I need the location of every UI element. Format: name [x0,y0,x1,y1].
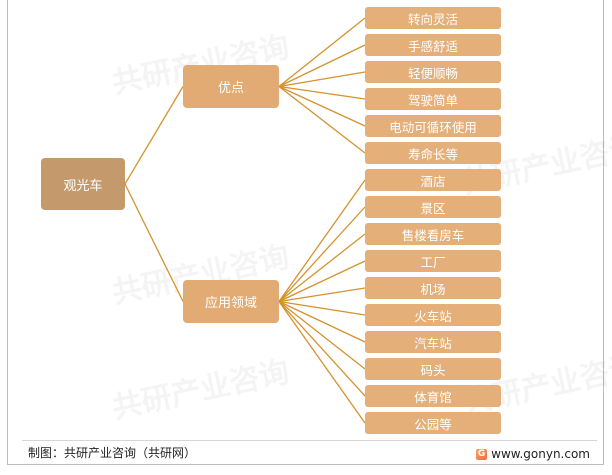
connector-line [124,86,184,185]
connector-line [278,85,366,127]
connector-line [278,260,366,303]
leaf-node: 机场 [365,277,501,299]
branch-node: 优点 [183,65,279,108]
leaf-node: 转向灵活 [365,7,501,29]
branch-node: 应用领域 [183,280,279,323]
leaf-node: 公园等 [365,412,501,434]
footer-divider [22,440,597,441]
site-credit: G www.gonyn.com [476,447,590,461]
connector-line [278,300,366,343]
leaf-node: 轻便顺畅 [365,61,501,83]
leaf-node: 酒店 [365,169,501,191]
connector-line [278,300,366,370]
leaf-node: 景区 [365,196,501,218]
leaf-node: 码头 [365,358,501,380]
connector-line [278,85,366,154]
connector-line [278,301,366,397]
connector-line [124,183,184,302]
leaf-node: 汽车站 [365,331,501,353]
root-node: 观光车 [41,158,125,210]
leaf-node: 驾驶简单 [365,88,501,110]
leaf-node: 电动可循环使用 [365,115,501,137]
site-url: www.gonyn.com [491,447,590,461]
connector-line [278,233,366,303]
gonyn-logo-icon: G [476,448,488,460]
leaf-node: 体育馆 [365,385,501,407]
leaf-node: 手感舒适 [365,34,501,56]
connector-line [278,301,366,424]
leaf-node: 工厂 [365,250,501,272]
connector-line [278,44,366,88]
connector-line [278,287,366,303]
connector-line [278,85,366,100]
diagram-frame [7,0,604,465]
source-note: 制图：共研产业咨询（共研网） [28,446,197,460]
connector-line [278,17,366,88]
leaf-node: 寿命长等 [365,142,501,164]
leaf-node: 售楼看房车 [365,223,501,245]
leaf-node: 火车站 [365,304,501,326]
connector-line [278,179,366,302]
connector-line [278,300,366,316]
connector-line [278,206,366,302]
connector-line [278,71,366,88]
